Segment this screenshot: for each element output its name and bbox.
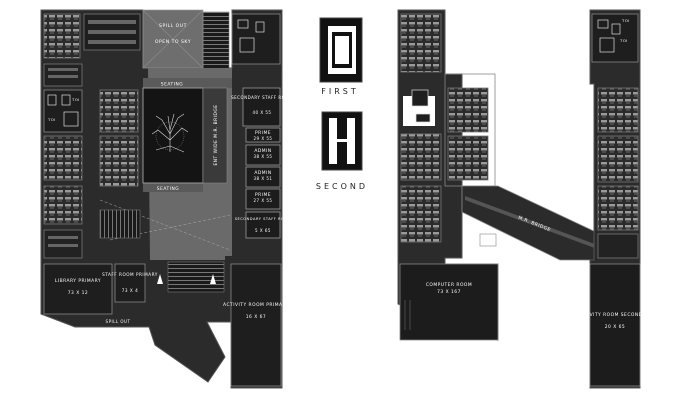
computer-room-label: COMPUTER ROOM: [426, 282, 472, 288]
key-first-label: FIRST: [321, 87, 358, 96]
seating-bottom-label: SEATING: [157, 186, 179, 192]
small-void-bottom: [479, 233, 497, 247]
activity-room-primary-label: ACTIVITY ROOM PRIMARY: [223, 302, 289, 308]
seating-bottom: [143, 183, 203, 192]
room-rr-4: [597, 233, 639, 259]
classroom-r-2: [400, 133, 442, 181]
library-primary-label: LIBRARY PRIMARY: [55, 278, 101, 284]
library-primary: [43, 263, 113, 315]
spill-out-label: SPILL OUT: [159, 23, 187, 29]
key-second-label: SECOND: [316, 182, 368, 191]
toilet-r-block: [591, 13, 639, 63]
staff-room-primary-label: STAFF ROOM PRIMARY: [102, 272, 158, 277]
prime-2-dim: 27 X 55: [254, 198, 273, 203]
seating-top: [143, 78, 232, 88]
activity-room-secondary: [589, 263, 641, 387]
classroom-rr-1: [597, 87, 639, 133]
secondary-staff-room-2-label: SECONDARY STAFF ROOM: [235, 217, 292, 221]
admin-2-label: ADMIN: [254, 170, 271, 176]
secondary-staff-room-1-dim: 40 X 55: [253, 110, 272, 115]
first-floor-plan: SPILL OUT OPEN TO SKY SEATING SEATING EN…: [40, 9, 293, 389]
activity-room-secondary-label: ACTIVITY ROOM SECONDARY: [578, 312, 653, 318]
admin-room-2: [245, 166, 281, 188]
admin-2-dim: 38 X 51: [254, 176, 273, 181]
activity-room-primary: [230, 263, 282, 387]
classroom-left-2: [43, 135, 83, 181]
toilet-left-mid: TOI: [47, 117, 56, 122]
prime-room-2: [245, 188, 281, 210]
classroom-r-col2-2: [447, 135, 489, 181]
toilet-r-mid: TOI: [619, 38, 628, 43]
activity-room-primary-dim: 16 X 67: [246, 314, 266, 320]
tree-icon: [151, 113, 189, 153]
staff-room-primary: [114, 263, 146, 303]
toilet-left-top: TOI: [71, 97, 80, 102]
classroom-rr-2: [597, 135, 639, 183]
prime-room-1: [245, 127, 281, 143]
toilet-right-block: [231, 13, 281, 65]
computer-room: [399, 263, 499, 341]
floor-key: FIRST SECOND: [316, 17, 368, 191]
key-second-icon: [321, 111, 363, 171]
inner-courtyard: [142, 87, 204, 184]
classroom-r-3: [400, 185, 442, 243]
classroom-col2-1: [99, 89, 139, 133]
toilet-r-top: TOI: [621, 18, 630, 23]
admin-1-label: ADMIN: [254, 148, 271, 154]
classroom-col2-2: [99, 135, 139, 187]
classroom-r-col2-1: [447, 87, 489, 133]
stairs-left: [99, 209, 141, 239]
seating-top-label: SEATING: [161, 82, 183, 88]
prime-1-label: PRIME: [255, 130, 271, 136]
classroom-left-3: [43, 185, 83, 225]
stairs-bottom: [167, 261, 225, 293]
admin-1-dim: 38 X 55: [254, 154, 273, 159]
open-to-sky-label: OPEN TO SKY: [155, 39, 191, 45]
classroom-r-top: [400, 13, 442, 73]
secondary-staff-room-2: [245, 211, 281, 239]
prime-2-label: PRIME: [255, 192, 271, 198]
stairs-top: [202, 11, 230, 73]
prime-1-dim: 29 X 55: [254, 136, 273, 141]
second-floor-plan: COMPUTER ROOM 73 X 167 M.R. BRIDGE TOI T…: [397, 9, 653, 389]
activity-room-secondary-dim: 20 X 65: [605, 324, 625, 330]
admin-room-1: [245, 144, 281, 166]
computer-room-dim: 73 X 167: [437, 289, 461, 295]
staff-room-primary-dim: 73 X 4: [122, 288, 139, 293]
toilet-left-block: [43, 89, 83, 133]
secondary-staff-room-1: [242, 87, 281, 127]
secondary-staff-room-2-dim: 5 X 65: [255, 228, 271, 233]
library-primary-dim: 73 X 12: [68, 290, 88, 296]
classroom-rr-3: [597, 185, 639, 231]
spill-out-bottom-label: SPILL OUT: [106, 319, 131, 324]
classroom-top-left: [43, 13, 81, 59]
ent-bridge-label: ENT WIDE M.R. BRIDGE: [213, 104, 219, 165]
ent-bridge: [202, 87, 228, 184]
secondary-staff-room-1-label: SECONDARY STAFF ROOM: [231, 95, 293, 100]
